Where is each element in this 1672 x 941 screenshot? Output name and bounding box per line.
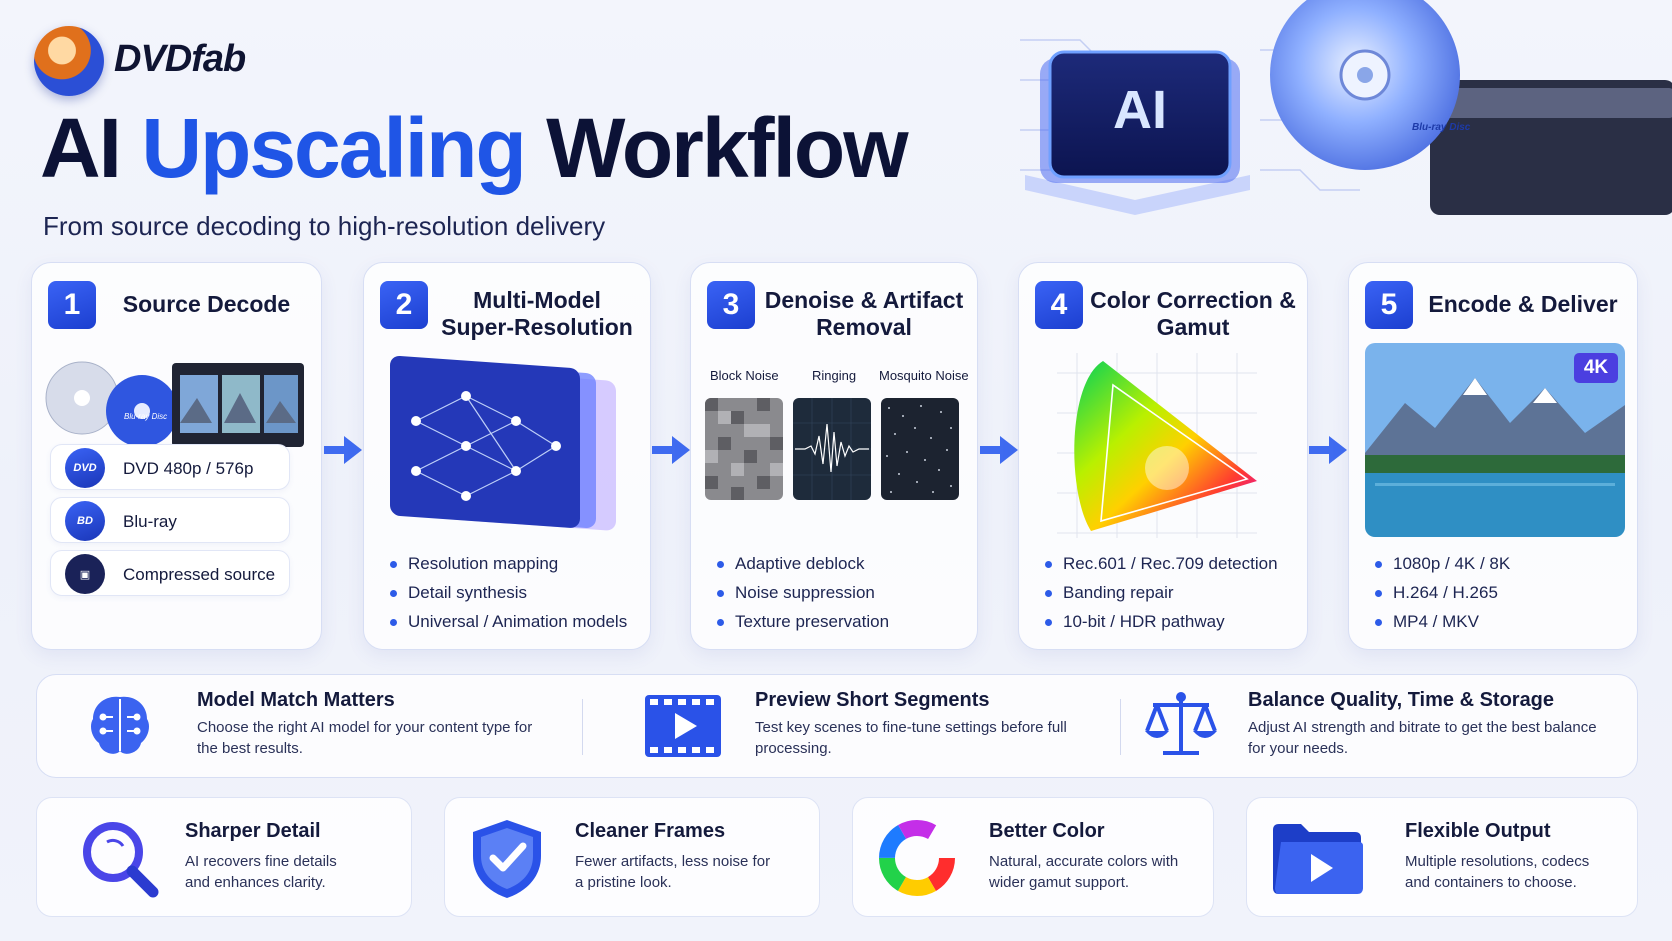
brand-mascot-logo — [34, 26, 104, 96]
ringing-sample — [793, 398, 871, 500]
benefit-title: Better Color — [989, 820, 1105, 842]
benefit-description: Natural, accurate colors with wider gamu… — [989, 853, 1179, 891]
page-subtitle: From source decoding to high-resolution … — [43, 211, 606, 241]
color-gamut-chart — [1057, 353, 1257, 538]
resolution-badge: 4K — [1574, 353, 1618, 383]
bullet-item: Rec.601 / Rec.709 detection — [1041, 549, 1278, 578]
bullet-item: 10-bit / HDR pathway — [1041, 607, 1278, 636]
noise-label-block: Block Noise — [710, 368, 779, 383]
magnifier-icon — [83, 822, 159, 898]
bullet-item: Noise suppression — [713, 578, 889, 607]
source-item-dvd: DVD DVD 480p / 576p — [50, 444, 290, 490]
step-title: Encode & Deliver — [1428, 291, 1618, 317]
bullet-item: Texture preservation — [713, 607, 889, 636]
folder-play-icon — [1273, 824, 1363, 894]
title-word-upscaling: Upscaling — [141, 101, 526, 195]
bullet-item: Resolution mapping — [386, 549, 627, 578]
svg-text:Blu-ray Disc: Blu-ray Disc — [124, 412, 167, 421]
brain-circuit-icon — [91, 696, 149, 754]
block-noise-sample — [705, 398, 783, 500]
noise-label-mosquito: Mosquito Noise — [879, 368, 969, 383]
scales-icon — [1145, 692, 1217, 755]
bullet-item: 1080p / 4K / 8K — [1371, 549, 1510, 578]
step-title: Source Decode — [122, 291, 291, 317]
tip-description: Choose the right AI model for your conte… — [197, 719, 533, 757]
step-title: Multi-Model Super-Resolution — [441, 287, 633, 340]
tip-title: Preview Short Segments — [755, 689, 990, 711]
step-card-color-correction: 4 Color Correction & Gamut Rec.601 / Rec… — [1018, 262, 1308, 650]
bullet-item: MP4 / MKV — [1371, 607, 1510, 636]
arrow-right-icon — [324, 436, 362, 464]
neural-network-illustration — [390, 355, 616, 531]
bullet-item: Banding repair — [1041, 578, 1278, 607]
tip-title: Model Match Matters — [197, 689, 395, 711]
source-item-compressed: ▣ Compressed source — [50, 550, 290, 596]
step-card-encode-deliver: 5 Encode & Deliver 4K 1080p / 4K / 8K H.… — [1348, 262, 1638, 650]
bullet-item: H.264 / H.265 — [1371, 578, 1510, 607]
bullet-item: Adaptive deblock — [713, 549, 889, 578]
shield-check-icon — [473, 820, 541, 898]
benefit-description: Multiple resolutions, codecs and contain… — [1405, 853, 1590, 891]
step-card-source-decode: 1 Source Decode Blu-ray Disc DVD DVD 480… — [31, 262, 322, 650]
step-bullets: Rec.601 / Rec.709 detection Banding repa… — [1041, 549, 1278, 636]
step-number: 3 — [707, 281, 755, 329]
blu-ray-disc-icon: Blu-ray Disc — [1270, 0, 1672, 215]
benefit-title: Flexible Output — [1405, 820, 1551, 842]
benefit-card-sharper-detail: Sharper Detail AI recovers fine details … — [36, 797, 412, 917]
benefit-card-flexible-output: Flexible Output Multiple resolutions, co… — [1246, 797, 1638, 917]
tip-description: Test key scenes to fine-tune settings be… — [755, 719, 1067, 757]
source-label: DVD 480p / 576p — [123, 459, 254, 478]
step-number: 4 — [1035, 281, 1083, 329]
film-play-icon — [645, 695, 721, 757]
source-media-illustration: Blu-ray Disc — [45, 361, 304, 447]
source-label: Compressed source — [123, 565, 276, 584]
divider — [582, 699, 583, 755]
ai-chip-label: AI — [1113, 80, 1167, 140]
noise-label-ringing: Ringing — [812, 368, 857, 383]
step-number: 2 — [380, 281, 428, 329]
bullet-item: Universal / Animation models — [386, 607, 627, 636]
step-title: Denoise & Artifact Removal — [764, 287, 964, 340]
benefit-title: Cleaner Frames — [575, 820, 726, 842]
benefit-card-cleaner-frames: Cleaner Frames Fewer artifacts, less noi… — [444, 797, 820, 917]
step-bullets: 1080p / 4K / 8K H.264 / H.265 MP4 / MKV — [1371, 549, 1510, 636]
step-card-super-resolution: 2 Multi-Model Super-Resolution Resolutio… — [363, 262, 651, 650]
step-bullets: Resolution mapping Detail synthesis Univ… — [386, 549, 627, 636]
tip-title: Balance Quality, Time & Storage — [1248, 689, 1555, 711]
source-label: Blu-ray — [123, 512, 177, 531]
step-title: Color Correction & Gamut — [1090, 287, 1296, 340]
divider — [1120, 699, 1121, 755]
bullet-item: Detail synthesis — [386, 578, 627, 607]
tip-description: Adjust AI strength and bitrate to get th… — [1248, 719, 1597, 757]
benefit-description: Fewer artifacts, less noise for a pristi… — [575, 853, 771, 891]
film-icon: ▣ — [65, 554, 105, 594]
tips-bar: Model Match Matters Choose the right AI … — [36, 674, 1638, 778]
blu-ray-icon: BD — [65, 501, 105, 541]
color-wheel-icon — [879, 820, 955, 896]
benefit-title: Sharper Detail — [185, 820, 321, 842]
arrow-right-icon — [980, 436, 1018, 464]
arrow-right-icon — [652, 436, 690, 464]
hero-illustration: AI Blu-ray Disc — [1020, 0, 1672, 215]
svg-text:Blu-ray Disc: Blu-ray Disc — [1412, 122, 1471, 133]
brand-name: DVDfab — [114, 38, 246, 80]
page-title: AI Upscaling Workflow — [40, 106, 909, 190]
benefit-card-better-color: Better Color Natural, accurate colors wi… — [852, 797, 1214, 917]
step-number: 5 — [1365, 281, 1413, 329]
benefit-description: AI recovers fine details and enhances cl… — [185, 853, 337, 891]
title-word-workflow: Workflow — [546, 101, 908, 195]
arrow-right-icon — [1309, 436, 1347, 464]
dvd-icon: DVD — [65, 448, 105, 488]
title-word-ai: AI — [40, 101, 122, 195]
mosquito-noise-sample — [881, 398, 959, 500]
step-number: 1 — [48, 281, 96, 329]
landscape-preview-image — [1365, 343, 1625, 537]
step-bullets: Adaptive deblock Noise suppression Textu… — [713, 549, 889, 636]
ai-chip-icon: AI — [1025, 50, 1250, 215]
source-item-blu-ray: BD Blu-ray — [50, 497, 290, 543]
